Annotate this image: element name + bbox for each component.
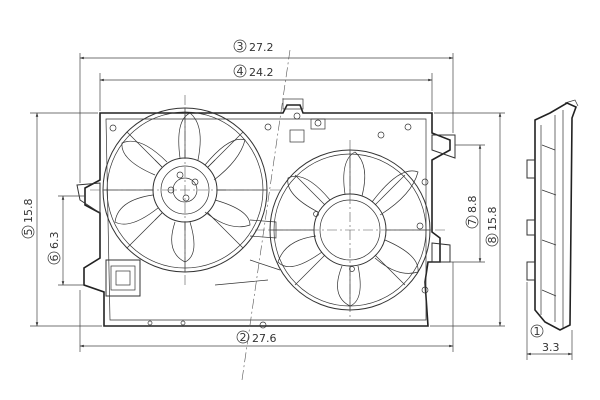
value-8-8: 8.8 (466, 196, 479, 214)
dimension-label-5: 5 15.8 (21, 199, 35, 239)
marker-7: 7 (466, 219, 479, 226)
shroud-frame (76, 98, 456, 329)
dimension-label-8: 8 15.8 (485, 207, 499, 247)
side-view (526, 99, 579, 331)
dimension-label-4: 4 24.2 (233, 64, 274, 79)
dimension-label-7: 7 8.8 (465, 196, 479, 229)
dimension-label-3: 3 27.2 (233, 39, 274, 54)
dimension-label-6: 6 6.3 (47, 232, 61, 265)
marker-5: 5 (22, 229, 35, 236)
value-6-3: 6.3 (48, 232, 61, 250)
value-15-8-left: 15.8 (22, 199, 35, 224)
marker-4: 4 (237, 65, 244, 78)
motor-connector (105, 259, 141, 297)
value-27-6: 27.6 (252, 332, 277, 345)
marker-8: 8 (486, 237, 499, 244)
value-3-3: 3.3 (542, 341, 560, 354)
marker-3: 3 (237, 40, 244, 53)
value-15-8-right: 15.8 (486, 207, 499, 232)
dimension-label-1: 1 3.3 (530, 324, 560, 354)
marker-2: 2 (240, 331, 247, 344)
dimension-lines (30, 53, 573, 360)
value-24-2: 24.2 (249, 66, 274, 79)
marker-1: 1 (534, 325, 541, 338)
center-lines (90, 49, 445, 381)
dimension-label-2: 2 27.6 (236, 330, 277, 345)
value-27-2: 27.2 (249, 41, 274, 54)
marker-6: 6 (48, 255, 61, 262)
